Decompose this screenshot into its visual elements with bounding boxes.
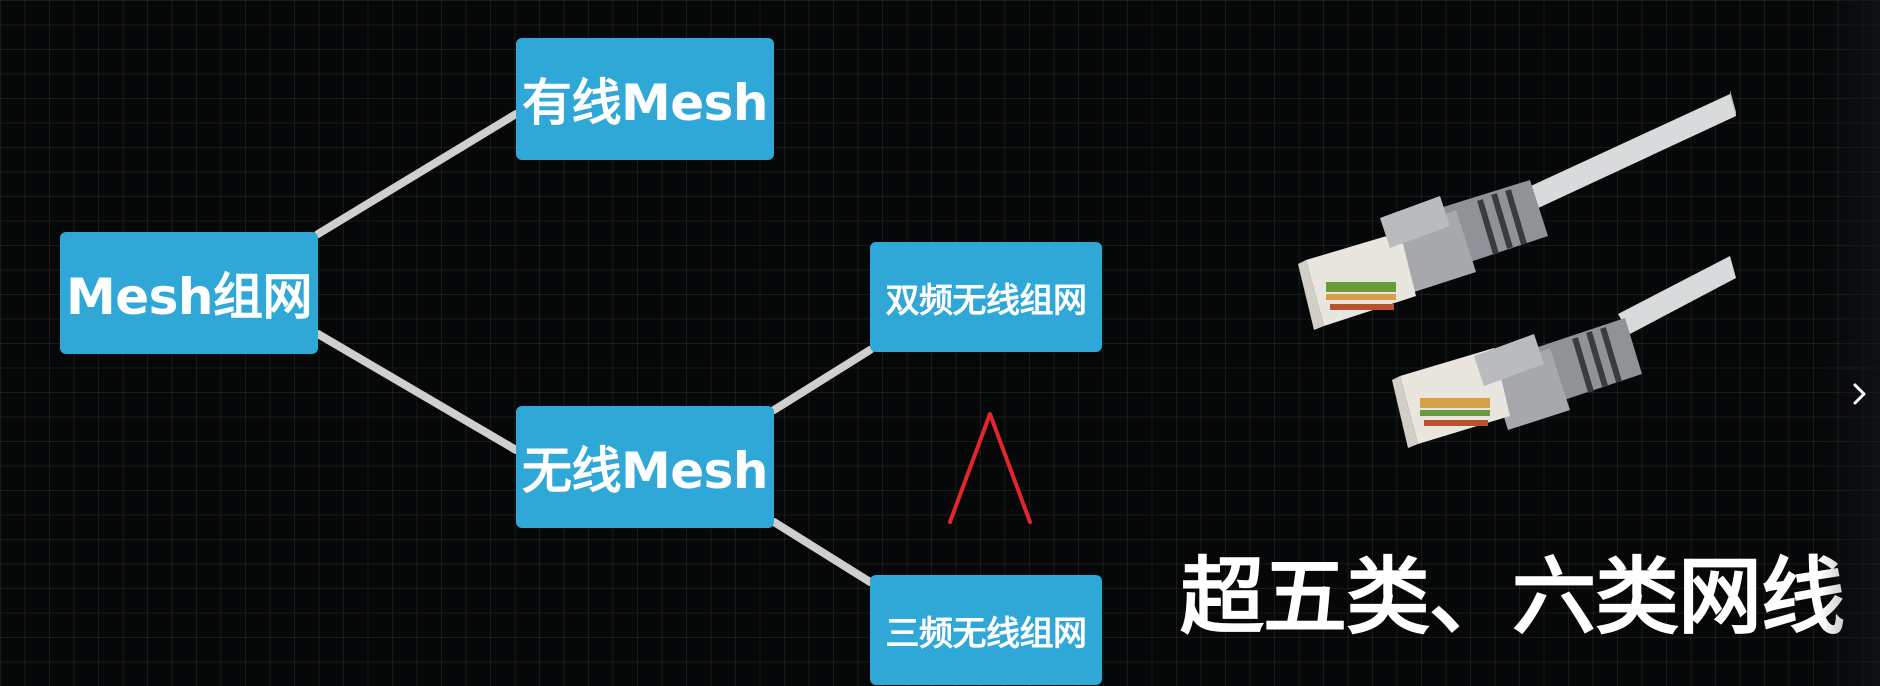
node-wired-mesh: 有线Mesh: [516, 38, 774, 160]
connector-root-to-wired: [314, 110, 520, 238]
ethernet-cable-icon: [1298, 90, 1736, 448]
connector-wireless-to-tri: [770, 518, 874, 586]
connector-root-to-wireless: [314, 330, 520, 454]
chevron-right-icon: [1853, 383, 1866, 405]
caret-up-icon: [948, 412, 1032, 524]
ethernet-cable-upper: [1298, 90, 1736, 330]
node-mesh-networking: Mesh组网: [60, 232, 318, 354]
next-slide-button[interactable]: [1840, 362, 1880, 426]
edge-shadow: [1820, 0, 1880, 686]
ethernet-cable-lower: [1392, 256, 1736, 448]
node-tri-band-wireless: 三频无线组网: [870, 575, 1102, 685]
node-wireless-mesh: 无线Mesh: [516, 406, 774, 528]
node-dual-band-wireless: 双频无线组网: [870, 242, 1102, 352]
connector-wireless-to-dual: [770, 346, 874, 414]
slide-caption: 超五类、六类网线: [1180, 548, 1845, 646]
